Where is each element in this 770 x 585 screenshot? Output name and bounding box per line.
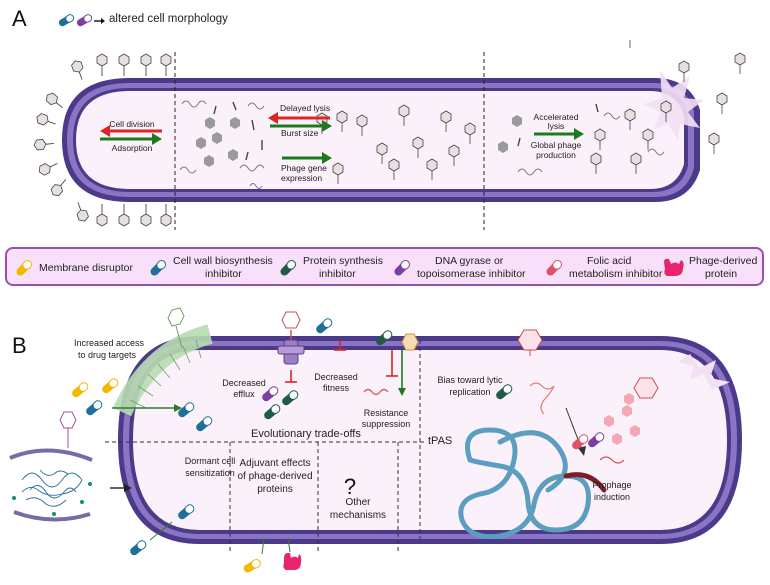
morphology-legend-icons [58,14,105,27]
accelerated-lysis-label-2: lysis [547,121,565,131]
legend-label-dna-gyrase-1: DNA gyrase or [435,255,504,267]
legend-label-phage-protein-2: protein [705,268,738,280]
cell-a-diagram [33,40,746,230]
cell-b-cytoplasm [133,350,727,530]
phage-gene-expression-label-2: expression [281,173,323,183]
legend-item-protein-synthesis: Protein synthesis inhibitor [277,253,397,283]
global-phage-production-label-2: production [536,150,576,160]
adjuvant-label-2: of phage-derived [237,471,313,482]
bias-lytic-label-1: Bias toward lytic [437,375,503,385]
delayed-lysis-label: Delayed lysis [280,103,331,113]
global-phage-production-label-1: Global phage [530,140,582,150]
legend-item-dna-gyrase: DNA gyrase or topoisomerase inhibitor [391,253,531,283]
increased-access-label-1: Increased access [74,338,145,348]
cell-wall-capsule-icon [150,259,167,276]
legend-label-folic-acid-1: Folic acid [587,255,632,267]
morphology-legend-caption: altered cell morphology [109,13,228,25]
cell-a-cytoplasm [76,91,684,189]
decreased-efflux-label-2: efflux [233,389,255,399]
panel-b-letter: B [12,333,27,358]
adsorption-arrow [100,133,162,145]
legend-label-folic-acid-2: metabolism inhibitor [569,268,663,280]
lysis-burst [644,70,704,140]
phage-gene-expression-arrow [282,152,332,164]
prophage-induction-label-2: induction [593,492,631,502]
accelerated-lysis-arrow [534,128,584,140]
legend-label-membrane-disruptor: Membrane disruptor [39,262,133,274]
legend-label-cell-wall-2: inhibitor [205,268,242,280]
decreased-fitness-label-2: fitness [322,383,349,393]
resistance-suppression-label-2: suppression [361,419,411,429]
legend-label-cell-wall-1: Cell wall biosynthesis [173,255,273,267]
decreased-fitness-label-1: Decreased [314,372,358,382]
legend-item-cell-wall: Cell wall biosynthesis inhibitor [147,253,287,283]
phage-protein-icon [664,258,684,276]
dormant-label-1: Dormant cell [184,456,236,466]
legend-item-membrane-disruptor: Membrane disruptor [13,253,143,283]
adsorption-label: Adsorption [111,143,153,153]
legend-label-protein-synthesis-2: inhibitor [319,268,356,280]
burst-size-label: Burst size [281,128,319,138]
delayed-lysis-arrow [268,112,330,124]
evolutionary-tradeoffs-label: Evolutionary trade-offs [251,428,361,440]
decreased-efflux-label-1: Decreased [222,378,266,388]
accelerated-lysis-label-1: Accelerated [533,112,579,122]
burst-size-arrow [270,120,332,132]
dna-gyrase-capsule-icon [394,259,411,276]
other-mechanisms-label-1: Other [345,497,371,508]
cell-division-arrow [100,125,162,137]
phage-gene-expression-label-1: Phage gene [281,163,327,173]
increased-access-label-2: to drug targets [78,350,137,360]
membrane-disruptor-capsule-icon [16,259,33,276]
cell-division-label: Cell division [109,119,155,129]
panel-a-letter: A [12,6,27,31]
adjuvant-label-1: Adjuvant effects [239,458,311,469]
folic-acid-capsule-icon [546,259,563,276]
legend-label-phage-protein-1: Phage-derived [689,255,758,267]
protein-synthesis-capsule-icon [280,259,297,276]
adjuvant-label-3: proteins [257,484,293,495]
legend-label-protein-synthesis-1: Protein synthesis [303,255,383,267]
cell-b-diagram: ? [9,307,742,573]
other-mechanisms-label-2: mechanisms [329,510,387,521]
legend-item-phage-protein: Phage-derived protein [661,253,761,283]
prophage-induction-label-1: Prophage [592,480,632,490]
svg-text:?: ? [344,474,356,499]
bias-lytic-label-2: replication [449,387,491,397]
dormant-label-2: sensitization [185,468,235,478]
tpas-label: tPAS [428,435,453,447]
legend-item-folic-acid: Folic acid metabolism inhibitor [543,253,663,283]
resistance-suppression-label-1: Resistance [363,408,409,418]
drug-class-legend: Membrane disruptor Cell wall biosynthesi… [5,247,764,286]
legend-label-dna-gyrase-2: topoisomerase inhibitor [417,268,526,280]
